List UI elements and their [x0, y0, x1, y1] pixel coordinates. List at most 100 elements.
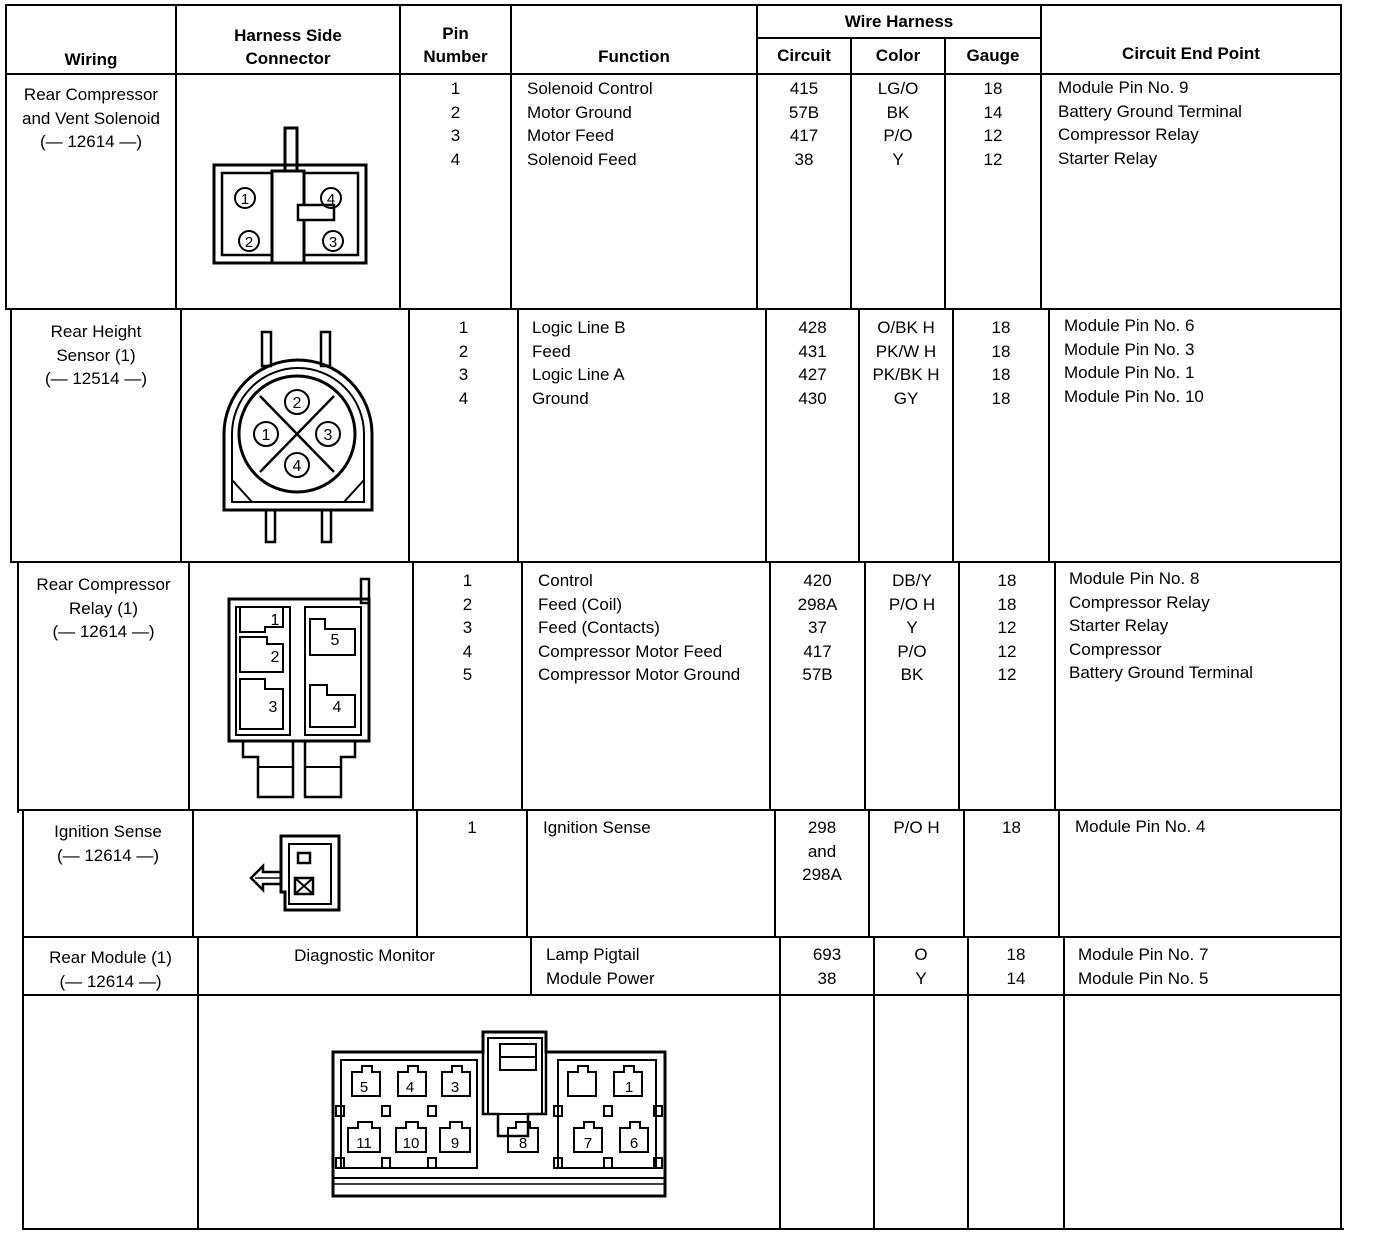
- function-text: Motor Feed: [527, 126, 614, 145]
- circuit-value: 38: [794, 149, 814, 169]
- row5-colors: O Y: [875, 943, 967, 990]
- end-point-text: Module Pin No. 8: [1069, 569, 1200, 588]
- color-value: Y: [915, 968, 927, 988]
- row2-colors: O/BK H PK/W H PK/BK H GY: [860, 316, 952, 410]
- col-divider: [774, 809, 776, 938]
- gauge-value: 12: [983, 126, 1003, 145]
- color-value: P/O: [897, 641, 927, 661]
- function-text: Compressor Motor Ground: [538, 665, 741, 684]
- col-divider: [944, 37, 946, 310]
- end-point-text: Module Pin No. 7: [1078, 945, 1209, 964]
- pin-number: 4: [450, 149, 461, 169]
- header-connector: Harness Side Connector: [234, 26, 342, 68]
- pin-label: 1: [241, 191, 249, 208]
- circuit-value: 57B: [788, 102, 820, 122]
- end-point-text: Module Pin No. 4: [1075, 817, 1206, 836]
- color-value: DB/Y: [892, 571, 932, 590]
- gauge-value: 14: [1006, 968, 1026, 988]
- row2-wiring: Rear Height Sensor (1) (— 12514 —): [44, 322, 148, 388]
- header-color: Color: [875, 46, 921, 65]
- pin-number: 1: [467, 818, 477, 837]
- col-divider: [408, 308, 410, 563]
- end-point-text: Starter Relay: [1058, 148, 1158, 168]
- col-divider: [1058, 809, 1060, 938]
- function-text: Ground: [532, 388, 589, 408]
- color-value: O: [914, 945, 928, 964]
- col-divider: [873, 936, 875, 1230]
- gauge-value: 18: [991, 365, 1011, 384]
- color-value: PK/BK H: [872, 365, 940, 384]
- col-divider: [864, 561, 866, 811]
- wire-harness-divider: [757, 37, 1040, 39]
- col-divider: [526, 809, 528, 938]
- row5-functions: Lamp Pigtail Module Power: [546, 943, 779, 990]
- function-text: Feed: [532, 341, 571, 361]
- row3-pins: 1 2 3 4 5: [414, 569, 521, 687]
- function-text: Solenoid Control: [527, 79, 653, 98]
- col-divider: [958, 561, 960, 811]
- color-value: BK: [886, 102, 910, 122]
- pin-label: 1: [271, 612, 280, 629]
- gauge-value: 18: [983, 79, 1003, 98]
- circuit-value: 298A: [797, 594, 838, 614]
- row5-end-points: Module Pin No. 7 Module Pin No. 5: [1078, 943, 1340, 990]
- row1-colors: LG/O BK P/O Y: [852, 77, 944, 171]
- pin-label: 10: [403, 1135, 420, 1152]
- pin-number: 1: [458, 318, 469, 337]
- end-point-text: Compressor: [1069, 639, 1162, 659]
- header-gauge: Gauge: [966, 46, 1020, 65]
- row2-gauges: 18 18 18 18: [954, 316, 1048, 410]
- col-divider: [510, 4, 512, 310]
- row4-pins: 1: [418, 816, 526, 840]
- col-divider: [517, 308, 519, 563]
- color-value: PK/W H: [875, 341, 937, 361]
- gauge-value: 12: [997, 618, 1017, 637]
- color-value: BK: [900, 665, 924, 684]
- function-text: Logic Line B: [532, 318, 626, 337]
- function-text: Solenoid Feed: [527, 149, 637, 169]
- col-divider: [521, 561, 523, 811]
- pin-number: 2: [450, 102, 461, 122]
- col-divider: [197, 936, 199, 1230]
- color-value: P/O H: [893, 818, 940, 837]
- row4-circuit: 298 and 298A: [802, 818, 842, 884]
- header-wire-harness: Wire Harness: [844, 12, 954, 31]
- pin-label: 8: [519, 1135, 527, 1152]
- color-value: GY: [893, 388, 919, 408]
- table-border-left: [22, 811, 24, 1230]
- pin-number: 1: [450, 79, 461, 98]
- row3-colors: DB/Y P/O H Y P/O BK: [866, 569, 958, 687]
- row5-wiring: Rear Module (1) (— 12614 —): [49, 948, 172, 991]
- col-divider: [779, 936, 781, 1230]
- row3-functions: Control Feed (Coil) Feed (Contacts) Comp…: [538, 569, 769, 687]
- pin-label: 4: [293, 458, 302, 475]
- gauge-value: 18: [991, 318, 1011, 337]
- function-text: Motor Ground: [527, 102, 632, 122]
- gauge-value: 18: [997, 571, 1017, 590]
- col-divider: [1040, 4, 1042, 310]
- gauge-value: 18: [991, 341, 1011, 361]
- row-divider: [10, 561, 1342, 563]
- circuit-value: 417: [789, 126, 819, 145]
- pin-label: 11: [356, 1135, 372, 1152]
- pin-label: 4: [327, 191, 335, 208]
- pin-number: 2: [462, 594, 473, 614]
- pin-label: 1: [625, 1079, 633, 1096]
- pin-label: 2: [293, 395, 302, 412]
- end-point-text: Module Pin No. 9: [1058, 78, 1189, 97]
- function-text: Module Power: [546, 968, 655, 988]
- circuit-value: 431: [798, 341, 827, 361]
- pin-number: 5: [462, 665, 473, 684]
- table-border-left: [17, 561, 19, 813]
- gauge-value: 12: [997, 665, 1017, 684]
- header-divider: [5, 73, 1342, 75]
- row-divider: [17, 809, 1342, 811]
- row3-gauges: 18 18 12 12 12: [960, 569, 1054, 687]
- col-divider: [858, 308, 860, 563]
- row4-wiring: Ignition Sense (— 12614 —): [54, 822, 162, 865]
- end-point-text: Battery Ground Terminal: [1058, 101, 1242, 121]
- gauge-value: 18: [991, 388, 1011, 408]
- pin-label: 3: [324, 427, 333, 444]
- row4-functions: Ignition Sense: [543, 816, 774, 840]
